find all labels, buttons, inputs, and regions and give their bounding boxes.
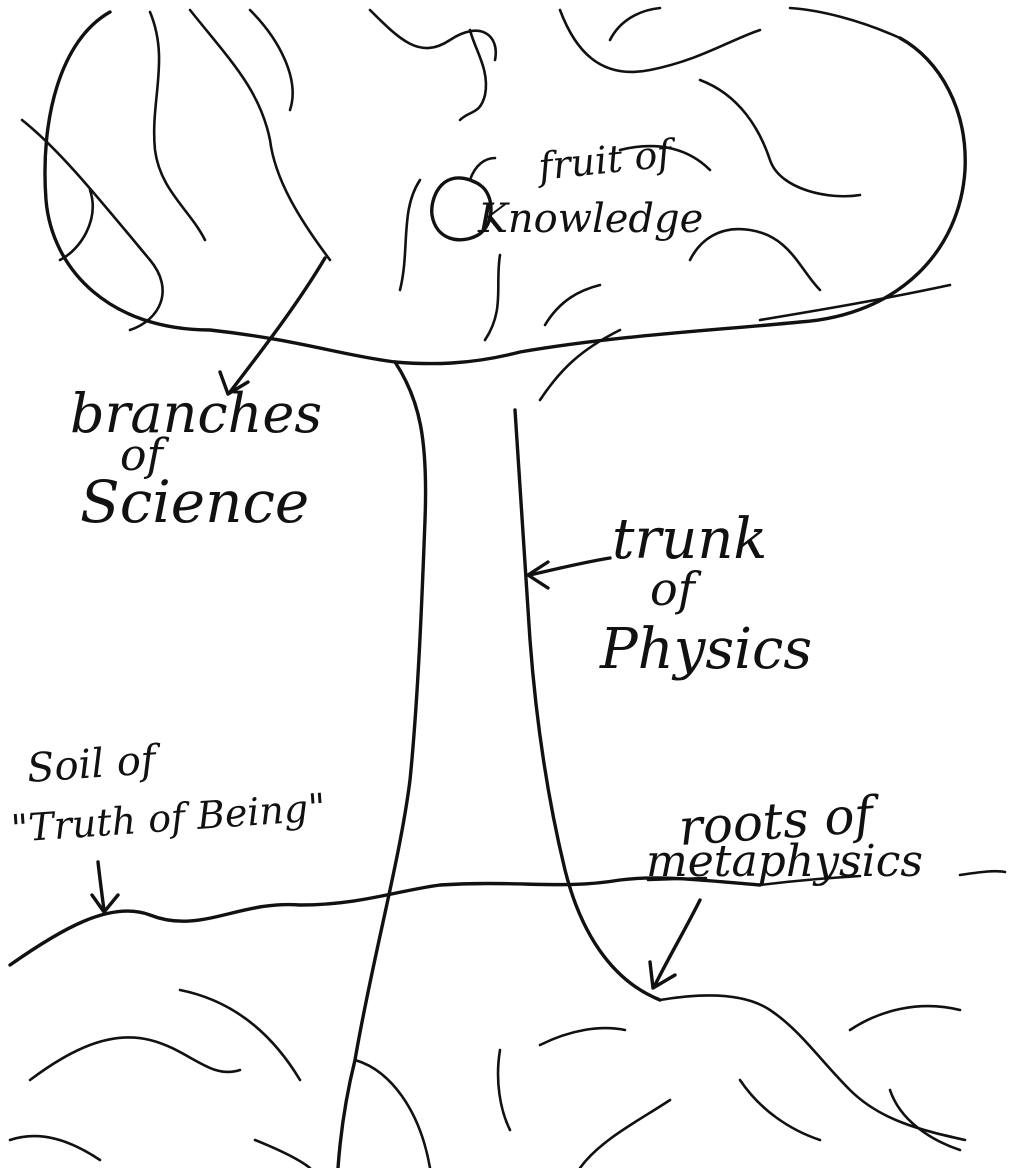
- soil-label-line1: Soil of: [25, 737, 163, 792]
- fruit-label-line2: Knowledge: [477, 196, 703, 242]
- branches-label-line3: Science: [80, 468, 309, 536]
- trunk-label-line3: Physics: [599, 617, 812, 682]
- branches-label-line1: branches: [70, 382, 322, 445]
- roots-label-line2: metaphysics: [646, 836, 923, 887]
- trunk-label-line2: of: [650, 562, 702, 616]
